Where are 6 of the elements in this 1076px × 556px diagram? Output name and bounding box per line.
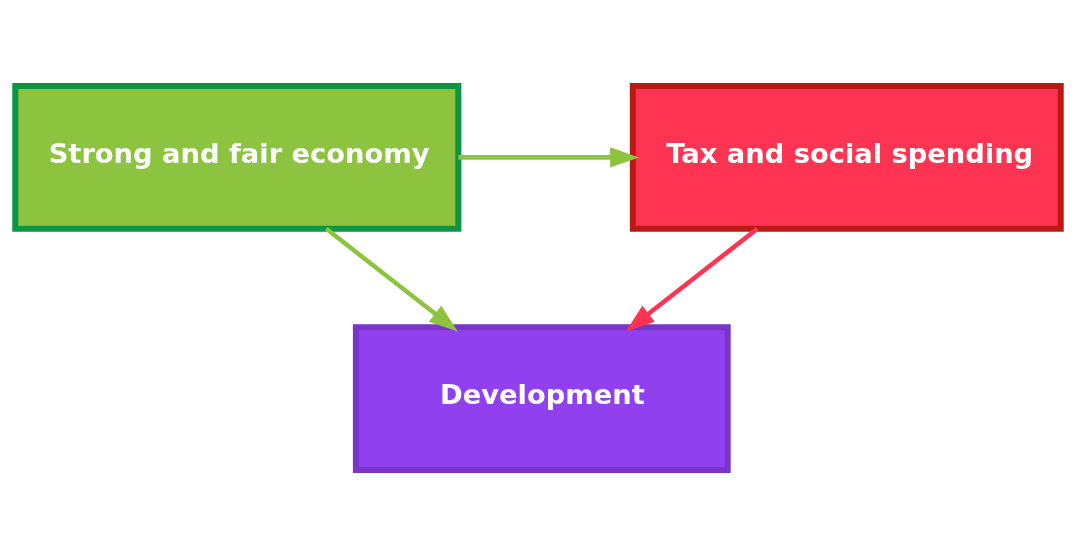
arrow [625, 226, 759, 332]
arrow [458, 147, 639, 168]
arrow [324, 226, 458, 332]
node-box: Development [352, 324, 731, 473]
node-box: Strong and fair economy [12, 83, 462, 232]
node-box: Tax and social spending [629, 83, 1064, 232]
